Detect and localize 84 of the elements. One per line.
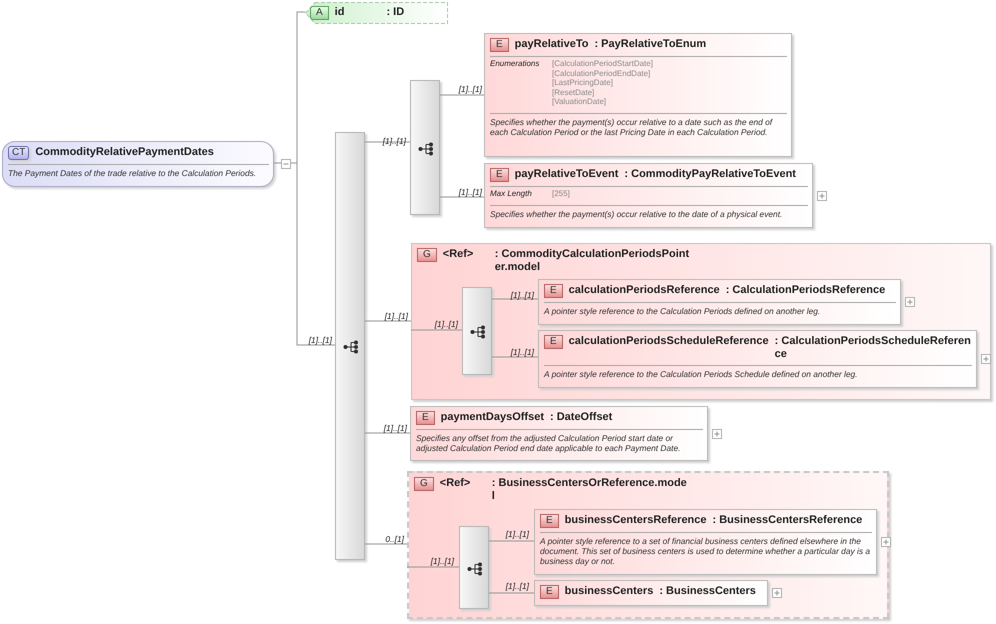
cardinality-label: 0..[1] xyxy=(385,534,404,544)
type-badge: E xyxy=(540,514,559,528)
facet-label: Enumerations xyxy=(490,59,540,70)
description: Specifies whether the payment(s) occur relative to a date such as the end of each Calculation Period or the last Pricing Date in each Calculation Period. xyxy=(489,116,774,139)
cardinality-label: [1]..[1] xyxy=(308,335,332,345)
attribute-box xyxy=(305,2,448,24)
cardinality-label: [1]..[1] xyxy=(506,581,529,591)
type-badge: G xyxy=(417,248,437,262)
cardinality-label: [1]..[1] xyxy=(382,136,406,146)
element-box xyxy=(538,279,901,325)
type-name: : CommodityCalculationPeriodsPointer.model xyxy=(494,248,690,274)
description: A pointer style reference to the Calculation Periods defined on another leg. xyxy=(542,305,822,318)
type-name: : BusinessCentersReference xyxy=(712,514,862,527)
connector-line xyxy=(492,298,538,300)
cardinality-label: [1]..[1] xyxy=(510,347,534,357)
type-badge: E xyxy=(540,585,559,599)
facet-value: [LastPricingDate] xyxy=(552,78,614,88)
type-name: : ID xyxy=(386,6,404,19)
element-name: paymentDaysOffset xyxy=(440,411,544,424)
facet-value: [ValuationDate] xyxy=(552,97,608,107)
element-name: payRelativeTo xyxy=(514,38,588,51)
description: Specifies any offset from the adjusted Calculation Period start date or adjusted Calculation Period end date applicable to each Payment Date. xyxy=(415,432,682,455)
type-name: : BusinessCenters xyxy=(659,585,756,598)
element-box xyxy=(484,33,792,157)
connector-line xyxy=(488,540,534,542)
description: A pointer style reference to the Calculation Periods Schedule defined on another leg. xyxy=(542,368,858,381)
sequence-compositor xyxy=(335,132,365,560)
sequence-compositor xyxy=(459,526,489,609)
cardinality-label: [1]..[1] xyxy=(506,529,529,539)
description: A pointer style reference to a set of financial business centers defined elsewhere in the document. This set of business centers is used to determine whether a particular day is a business day or not. xyxy=(538,535,872,568)
connector-line xyxy=(440,94,484,96)
element-box xyxy=(410,406,708,461)
type-name: : BusinessCentersOrReference.model xyxy=(492,477,688,503)
sequence-compositor xyxy=(462,287,492,375)
type-badge: G xyxy=(414,477,434,491)
cardinality-label: [1]..[1] xyxy=(384,423,407,433)
facet-value: [255] xyxy=(552,189,570,199)
complex-type-box xyxy=(2,141,274,187)
type-badge: E xyxy=(490,38,509,52)
element-box xyxy=(538,330,977,388)
facet-label: Max Length xyxy=(490,189,533,199)
type-badge: E xyxy=(544,284,563,298)
type-name: : CalculationPeriodsScheduleReference xyxy=(774,335,972,361)
type-badge: E xyxy=(544,335,563,349)
cardinality-label: [1]..[1] xyxy=(434,319,458,329)
description: Specifies whether the payment(s) occur relative to the date of a physical event. xyxy=(489,208,784,221)
description: The Payment Dates of the trade relative to the Calculation Periods. xyxy=(7,167,258,180)
sequence-compositor xyxy=(410,80,440,215)
connector-line xyxy=(492,356,538,358)
group-box xyxy=(411,243,991,400)
type-badge: A xyxy=(310,6,329,20)
element-name: businessCenters xyxy=(564,585,654,598)
element-name: id xyxy=(334,6,344,19)
cardinality-label: [1]..[1] xyxy=(510,290,534,300)
element-name: calculationPeriodsReference xyxy=(568,284,720,297)
type-name: : PayRelativeToEnum xyxy=(594,38,706,51)
ref-label: <Ref> xyxy=(440,477,472,490)
type-name: : CalculationPeriodsReference xyxy=(726,284,886,297)
type-name: : CommodityPayRelativeToEvent xyxy=(624,168,796,181)
facet-value: [ResetDate] xyxy=(552,88,596,98)
connector-line xyxy=(488,592,534,594)
element-box xyxy=(484,163,813,228)
element-name: CommodityRelativePaymentDates xyxy=(35,146,214,159)
connector-line xyxy=(406,566,460,568)
cardinality-label: [1]..[1] xyxy=(458,187,482,197)
cardinality-label: [1]..[1] xyxy=(430,556,454,566)
type-badge: E xyxy=(416,411,435,425)
ref-label: <Ref> xyxy=(442,248,474,261)
connector-line xyxy=(364,432,410,434)
facet-value: [CalculationPeriodStartDate] xyxy=(552,59,653,69)
element-name: calculationPeriodsScheduleReference xyxy=(568,335,769,348)
connector-line xyxy=(364,320,412,322)
type-badge: E xyxy=(490,168,509,182)
element-name: businessCentersReference xyxy=(564,514,707,527)
element-box xyxy=(534,580,768,606)
element-name: payRelativeToEvent xyxy=(514,168,618,181)
type-badge: CT xyxy=(8,146,30,160)
type-name: : DateOffset xyxy=(550,411,612,424)
group-box xyxy=(407,471,889,619)
cardinality-label: [1]..[1] xyxy=(384,311,408,321)
facet-value: [CalculationPeriodEndDate] xyxy=(552,68,652,78)
cardinality-label: [1]..[1] xyxy=(458,84,482,94)
connector-line xyxy=(440,196,484,198)
element-box xyxy=(534,509,877,575)
